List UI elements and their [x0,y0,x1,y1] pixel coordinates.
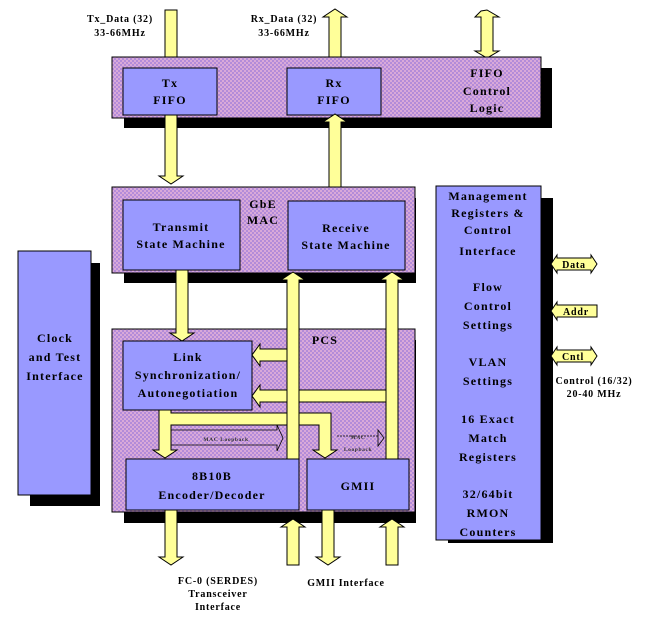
mac-loopback-arrow-1 [170,424,284,452]
mgmt-group-2-line-2: Control [464,299,512,313]
control-bus-label: Control (16/32) [555,376,632,387]
receive-sm-label-2: State Machine [301,238,390,252]
cntl-port-label: Cntl [562,352,584,363]
data-port-bidir-arrow [550,253,598,275]
encoder-to-rx-sm-arrow [279,271,307,460]
mgmt-group-5-line-2: RMON [467,506,510,520]
mac-to-rx-fifo-arrow [321,113,349,189]
encoder-to-serdes-arrow [157,509,185,566]
gmii-in-arrow [378,518,406,566]
rx-data-freq-label: 33-66MHz [258,28,309,39]
encoder-decoder-block [125,458,300,511]
link-sync-label-2: Synchronization/ [135,368,241,382]
tx-data-label: Tx_Data (32) [87,14,153,25]
fifo-control-bidir-arrow [473,9,501,59]
receive-sm-label-1: Receive [322,221,370,235]
mac-loopback-label-1: MAC Loopback [203,437,249,443]
clock-and-test-interface-block [17,250,92,496]
serdes-to-encoder-arrow [279,518,307,566]
mac-loopback-label-2a: MAC [351,435,366,441]
mgmt-group-2-line-1: Flow [473,280,503,294]
gbe-mac-label-2: MAC [247,213,279,227]
transmit-sm-label-1: Transmit [153,220,210,234]
cntl-port-bidir-arrow [550,345,598,367]
transmit-sm-label-2: State Machine [136,237,225,251]
mgmt-group-1-line-1: Management [448,189,527,203]
mgmt-group-5-line-3: Counters [460,525,517,539]
rx-data-out-arrow [321,8,349,64]
mgmt-group-1-line-4: Interface [459,244,516,258]
receive-state-machine-block [287,200,406,271]
control-bus-freq-label: 20-40 MHz [567,389,622,400]
clock-label-1: Clock [37,331,73,345]
mgmt-group-4-line-1: 16 Exact [461,412,515,426]
serdes-label-1: FC-0 (SERDES) [178,576,258,587]
link-synchronization-block [122,340,253,411]
gbe-mac-label-1: GbE [249,197,277,211]
gmii-interface-label: GMII Interface [307,578,385,589]
transmit-state-machine-block [122,199,241,271]
rx-data-label: Rx_Data (32) [251,14,318,25]
mac-loopback-arrow-2 [377,428,385,448]
serdes-label-2: Transceiver [188,589,247,600]
encoder-label-1: 8B10B [192,469,232,483]
tx-fifo-label-1: Tx [162,76,178,90]
serdes-label-3: Interface [195,602,241,613]
rx-fifo-block [286,67,382,116]
tx-fifo-to-mac-arrow [157,114,185,185]
management-registers-block [435,185,542,541]
clock-label-3: Interface [26,369,83,383]
mgmt-group-5-line-1: 32/64bit [463,487,514,501]
mgmt-group-4-line-3: Registers [459,450,517,464]
tx-sm-to-link-sync-arrow [168,269,196,342]
clock-label-2: and Test [29,350,82,364]
fifo-control-label-3: Logic [470,101,505,115]
gmii-to-rx-sm-arrow [378,271,406,460]
rx-fifo-label-2: FIFO [317,93,350,107]
tx-fifo-block [122,67,218,116]
mgmt-group-2-line-3: Settings [463,318,513,332]
encoder-label-2: Encoder/Decoder [158,488,265,502]
rx-fifo-label-1: Rx [325,76,342,90]
mgmt-group-4-line-2: Match [468,431,507,445]
fifo-control-label-1: FIFO [470,66,503,80]
mgmt-group-3-line-2: Settings [463,374,513,388]
addr-port-in-arrow [550,300,598,322]
mac-loopback-label-2b: Loopback [344,447,373,453]
fifo-control-label-2: Control [463,84,511,98]
tx-data-freq-label: 33-66MHz [94,28,145,39]
gmii-label: GMII [341,479,376,493]
gmii-block [306,458,410,511]
data-port-label: Data [562,260,586,271]
mgmt-group-1-line-3: Control [464,223,512,237]
management-text: Management Registers & Control Interface… [448,189,527,539]
tx-fifo-label-2: FIFO [153,93,186,107]
gmii-out-arrow [314,509,342,566]
pcs-label: PCS [312,333,338,347]
link-sync-label-3: Autonegotiation [138,386,239,400]
mgmt-group-1-line-2: Registers & [451,206,525,220]
addr-port-label: Addr [563,307,589,318]
mgmt-group-3-line-1: VLAN [469,355,508,369]
link-sync-label-1: Link [173,350,203,364]
